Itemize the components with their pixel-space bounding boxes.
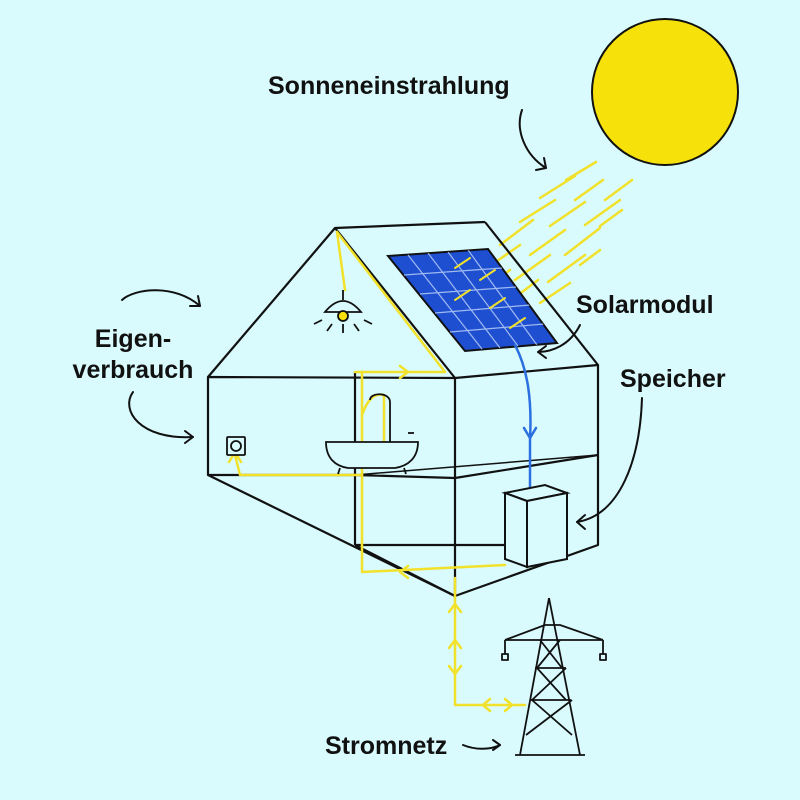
self-consumption-label: Eigen- verbrauch	[68, 324, 198, 387]
solar-to-storage-flow	[513, 343, 538, 492]
ceiling-lamp-icon	[313, 290, 373, 333]
self-consumption-arrow-top	[121, 289, 201, 307]
solar-module-arrow	[537, 324, 581, 353]
power-pylon-icon	[501, 597, 607, 756]
self-consumption-label-line2: verbrauch	[72, 356, 194, 385]
irradiation-label: Sonneneinstrahlung	[268, 72, 510, 100]
self-consumption-flow	[227, 230, 527, 713]
solar-panel	[386, 247, 559, 353]
bathtub-icon	[325, 393, 419, 475]
solar-module-label: Solarmodul	[576, 291, 714, 319]
wall-socket-icon	[226, 436, 246, 456]
callout-arrows	[121, 109, 643, 751]
sun-icon	[591, 18, 739, 166]
grid-label: Stromnetz	[325, 732, 448, 760]
storage-arrow	[576, 397, 643, 523]
rays-on-panel	[454, 257, 526, 329]
irradiation-arrow	[518, 109, 547, 169]
self-consumption-arrow-bottom	[128, 391, 194, 439]
battery-storage-icon	[501, 483, 571, 569]
storage-label: Speicher	[620, 365, 726, 393]
self-consumption-label-line1: Eigen-	[94, 325, 172, 353]
